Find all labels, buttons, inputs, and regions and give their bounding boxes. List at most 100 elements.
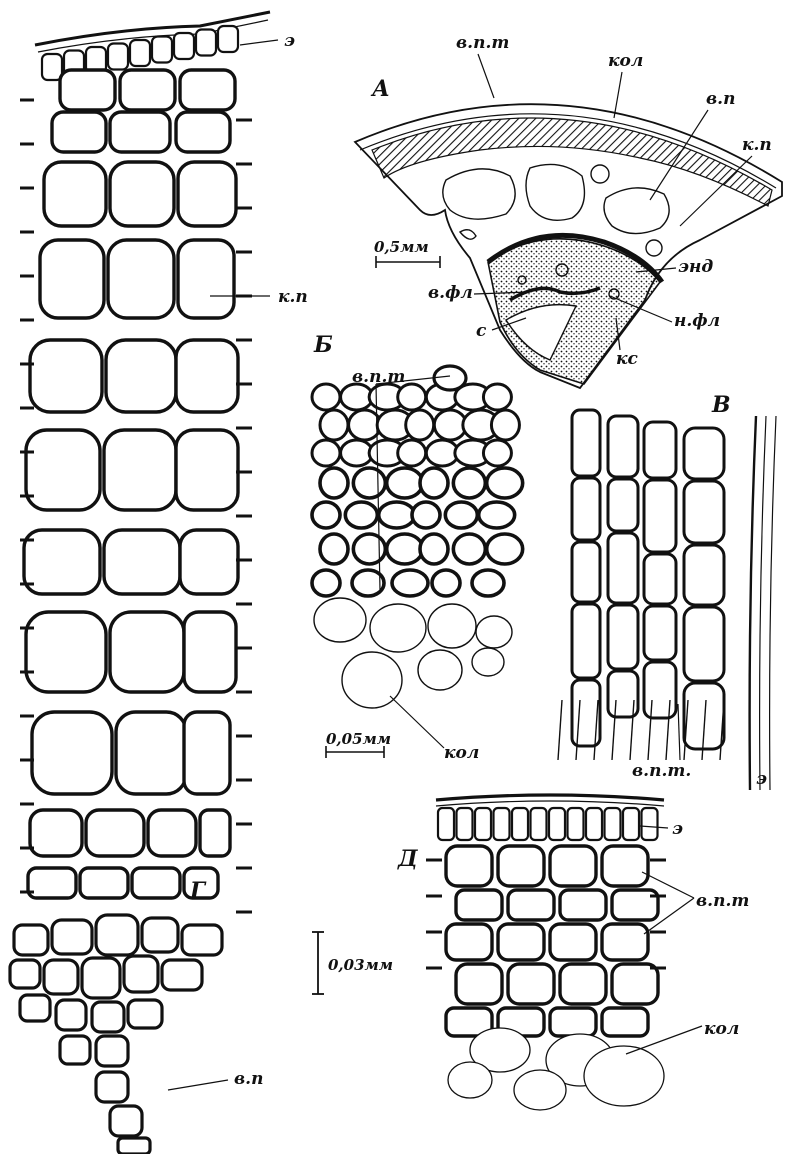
epidermal-cell — [684, 545, 724, 605]
parenchyma-cell — [96, 915, 138, 955]
parenchyma-cell — [178, 162, 236, 226]
epidermis-cell — [108, 44, 128, 70]
panel-d-label-e: э — [672, 819, 683, 839]
panel-g-label-kp: к.п — [278, 287, 308, 307]
cell — [483, 384, 511, 410]
epidermal-cell — [608, 533, 638, 603]
cell — [445, 502, 477, 528]
epidermal-cell — [684, 607, 724, 681]
panel-b-letter: Б — [313, 332, 333, 358]
cell — [312, 384, 340, 410]
panel-a-label-vp: в.п — [706, 89, 735, 109]
parenchyma-cell — [550, 924, 596, 960]
epidermis-cell — [218, 26, 238, 52]
epidermis-cell — [130, 40, 150, 66]
parenchyma-cell — [602, 924, 648, 960]
epidermal-cell — [608, 479, 638, 531]
cell — [320, 468, 348, 498]
cell — [387, 534, 423, 564]
panel-g-label-vp: в.п — [234, 1069, 263, 1089]
cell — [387, 468, 423, 498]
parenchyma-cell — [86, 810, 144, 856]
cell — [398, 440, 426, 466]
cell — [420, 468, 448, 498]
panel-v-label-e: э — [756, 769, 767, 789]
cell — [398, 384, 426, 410]
parenchyma-cell — [200, 810, 230, 856]
epidermis-cell — [568, 808, 584, 840]
parenchyma-cell — [60, 70, 115, 110]
parenchyma-cell — [82, 958, 120, 998]
parenchyma-cell — [20, 995, 50, 1021]
parenchyma-cell — [180, 70, 235, 110]
panel-b-scale: 0,05мм — [326, 730, 391, 748]
parenchyma-cell — [142, 918, 178, 952]
panel-b-cells — [312, 366, 523, 708]
panel-d-label-vpt: в.п.т — [696, 891, 749, 911]
cell — [392, 570, 428, 596]
cell — [353, 534, 385, 564]
cell — [483, 440, 511, 466]
cell — [479, 502, 515, 528]
parenchyma-cell — [182, 925, 222, 955]
cell — [432, 570, 460, 596]
panel-d-cells — [426, 808, 666, 1110]
parenchyma-cell — [602, 846, 648, 886]
panel-a-label-end: энд — [678, 257, 713, 277]
panel-d-letter: Д — [397, 846, 418, 872]
epidermal-cell — [644, 554, 676, 604]
cell — [320, 410, 348, 440]
parenchyma-cell — [56, 1000, 86, 1030]
parenchyma-cell — [26, 612, 106, 692]
epidermis-cell — [586, 808, 602, 840]
epidermis-cell — [642, 808, 658, 840]
parenchyma-cell — [508, 964, 554, 1004]
parenchyma-cell — [560, 964, 606, 1004]
cell — [453, 534, 485, 564]
parenchyma-cell — [128, 1000, 162, 1028]
panel-a-label-kp: к.п — [742, 135, 772, 155]
parenchyma-cell — [32, 712, 112, 794]
parenchyma-cell — [14, 925, 48, 955]
panel-b: Б в.п.т кол 0,05мм — [312, 332, 523, 763]
epidermis-cell — [475, 808, 491, 840]
cell — [406, 410, 434, 440]
parenchyma-cell — [456, 964, 502, 1004]
epidermis-cell — [457, 808, 473, 840]
collenchyma-cell — [428, 604, 476, 648]
cell — [487, 468, 523, 498]
parenchyma-cell — [106, 340, 176, 412]
panel-a: А 0,5мм в.п.т кол в.п к.п — [355, 33, 782, 388]
parenchyma-cell — [560, 890, 606, 920]
epidermal-cell — [608, 416, 638, 477]
epidermis-cell — [549, 808, 565, 840]
parenchyma-cell — [44, 162, 106, 226]
collenchyma-cell — [370, 604, 426, 652]
parenchyma-cell — [446, 924, 492, 960]
panel-a-label-kol: кол — [608, 51, 643, 71]
parenchyma-cell — [180, 530, 238, 594]
collenchyma-cell — [584, 1046, 664, 1106]
parenchyma-cell — [110, 612, 184, 692]
collenchyma-cell — [514, 1070, 566, 1110]
epidermis-cell — [623, 808, 639, 840]
parenchyma-cell — [24, 530, 100, 594]
cell — [472, 570, 504, 596]
epidermal-cell — [644, 422, 676, 478]
epidermis-cell — [438, 808, 454, 840]
parenchyma-cell — [132, 868, 180, 898]
epidermal-cell — [644, 480, 676, 552]
panel-a-label-nfl: н.фл — [674, 311, 720, 331]
cell — [312, 440, 340, 466]
collenchyma-cell — [418, 650, 462, 690]
parenchyma-cell — [550, 1008, 596, 1036]
panel-v-label-vpt: в.п.т. — [632, 761, 691, 781]
epidermis-cell — [42, 54, 62, 80]
epidermis-cell — [152, 37, 172, 63]
panel-d: Д э в.п.т кол — [397, 795, 749, 1110]
epidermal-cell — [684, 428, 724, 479]
cell — [420, 534, 448, 564]
epidermis-cell — [512, 808, 528, 840]
parenchyma-cell — [118, 1138, 150, 1154]
